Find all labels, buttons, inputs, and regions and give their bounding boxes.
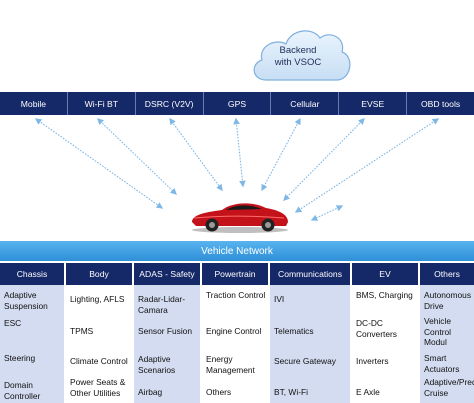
interface-cellular: Cellular — [270, 92, 338, 115]
interface-bar: Mobile Wi-Fi BT DSRC (V2V) GPS Cellular … — [0, 92, 474, 115]
domain-header: Others — [420, 263, 474, 285]
domain-item: E Axle — [356, 387, 380, 397]
interface-obd-tools: OBD tools — [406, 92, 474, 115]
domain-item: IVI — [274, 294, 285, 304]
vehicle-network-bar: Vehicle Network — [0, 241, 474, 261]
domain-item: Adaptive Suspension — [4, 290, 48, 311]
domain-item: Autonomous Drive — [424, 290, 472, 311]
domain-item: Vehicle Control Modul — [424, 316, 452, 347]
domain-item: Domain Controller — [4, 380, 41, 401]
domain-item: Secure Gateway — [274, 356, 336, 366]
domain-item: BT, Wi-Fi — [274, 387, 308, 397]
arrow-dsrc — [169, 117, 223, 192]
domain-header: Chassis — [0, 263, 64, 285]
domain-item: Traction Control — [206, 290, 266, 300]
arrow-mobile — [34, 118, 164, 209]
domain-item: Radar-Lidar-Camara — [138, 294, 186, 315]
domain-item: Others — [206, 387, 232, 397]
domain-item: BMS, Charging — [356, 290, 413, 300]
arrow-side — [310, 205, 344, 221]
domain-header: EV — [352, 263, 418, 285]
domain-item: DC-DC Converters — [356, 318, 397, 339]
domain-header: Body — [66, 263, 132, 285]
domain-item: Energy Management — [206, 354, 255, 375]
interface-evse: EVSE — [338, 92, 406, 115]
domain-item: Inverters — [356, 356, 389, 366]
domain-item: Engine Control — [206, 326, 262, 336]
domain-header: Communications — [270, 263, 350, 285]
interface-dsrc-v2v: DSRC (V2V) — [134, 92, 203, 115]
arrow-gps — [233, 117, 246, 188]
domain-item: Climate Control — [70, 356, 128, 366]
domain-header: ADAS - Safety — [134, 263, 200, 285]
domain-item: Lighting, AFLS — [70, 294, 125, 304]
arrow-cellular — [261, 117, 301, 192]
interface-gps: GPS — [202, 92, 271, 115]
arrow-wifi-bt — [97, 118, 177, 195]
interface-wifi-bt: Wi-Fi BT — [66, 92, 135, 115]
domain-item: ESC — [4, 318, 22, 328]
arrow-obd-tools — [294, 118, 440, 213]
cloud-label: Backend with VSOC — [248, 45, 348, 69]
domain-item: Power Seats & Other Utilities — [70, 377, 126, 398]
interface-mobile: Mobile — [20, 98, 47, 109]
domain-item: Airbag — [138, 387, 163, 397]
arrow-evse — [283, 118, 365, 201]
domain-item: Telematics — [274, 326, 314, 336]
domain-item: Adaptive Scenarios — [138, 354, 176, 375]
domain-item: Adaptive/Predictive Cruise — [424, 377, 474, 398]
domain-item: Steering — [4, 353, 36, 363]
domain-header: Powertrain — [202, 263, 268, 285]
domain-item: Sensor Fusion — [138, 326, 192, 336]
domain-item: TPMS — [70, 326, 94, 336]
domain-item: Smart Actuators — [424, 353, 460, 374]
cloud-label-line1: Backend — [279, 45, 317, 56]
car-icon — [192, 203, 288, 233]
cloud-label-line2: with VSOC — [274, 57, 322, 68]
cloud-icon — [253, 30, 351, 81]
